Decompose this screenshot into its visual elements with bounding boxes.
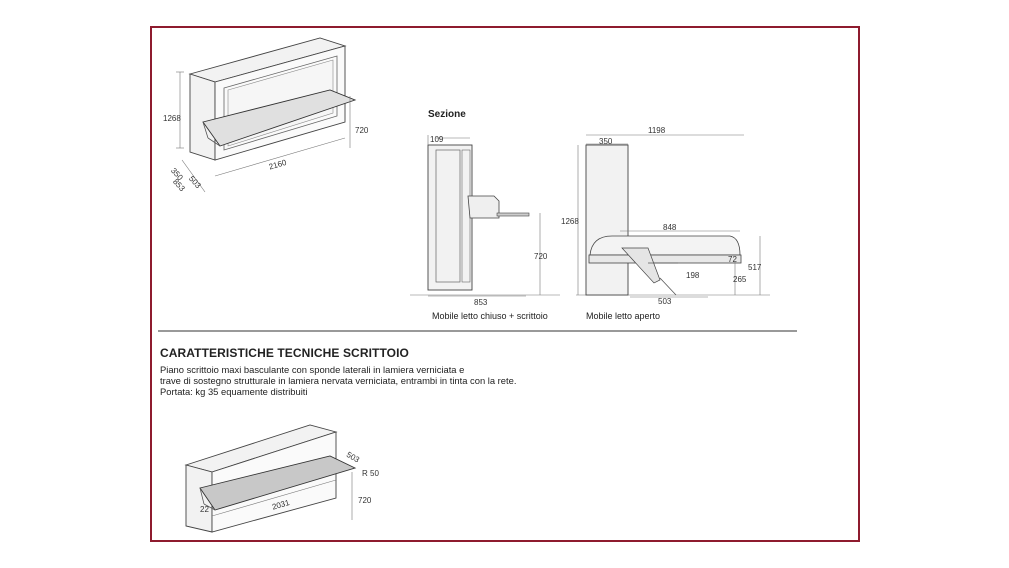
spec-line-1: Piano scrittoio maxi basculante con spon…: [160, 364, 465, 375]
dim-depth-853: 853: [474, 298, 488, 307]
caption-open: Mobile letto aperto: [586, 311, 660, 321]
dim-desk-height-label: 720: [355, 126, 369, 135]
dim-width-1198: 1198: [648, 126, 666, 135]
spec-line-3: Portata: kg 35 equamente distribuiti: [160, 386, 308, 397]
closed-desk-bracket: [467, 195, 500, 219]
dim-height-label: 1268: [163, 114, 181, 123]
desk-panel: [202, 89, 357, 147]
spec-title: CARATTERISTICHE TECNICHE SCRITTOIO: [160, 346, 409, 360]
cabinet-side-face: [189, 73, 216, 161]
dim-depth-350: 350: [599, 137, 613, 146]
dim-bottom-503: 503: [345, 450, 362, 465]
dim-depth-c-label: 853: [171, 177, 187, 193]
iso-cabinet-bottom: 503 R 50 2031 720 22: [184, 424, 379, 533]
dim-bottom-720: 720: [358, 496, 372, 505]
open-section-drawing: 1198 350 1268 848 198 72 265 517 503 Mob…: [561, 126, 770, 321]
desk-panel-bottom: [199, 455, 357, 511]
dim-top-109: 109: [430, 135, 444, 144]
dim-503: 503: [658, 297, 672, 306]
dim-bottom-r50: R 50: [362, 469, 379, 478]
closed-section-drawing: 109 720 853 Mobile letto chiuso + scritt…: [410, 135, 560, 321]
dim-depth-b-label: 503: [187, 174, 203, 190]
dim-height-1268: 1268: [561, 217, 579, 226]
dim-72: 72: [728, 255, 737, 264]
dim-517: 517: [748, 263, 762, 272]
dim-desk-720: 720: [534, 252, 548, 261]
dim-bed-848: 848: [663, 223, 677, 232]
dim-bottom-22: 22: [200, 505, 209, 514]
bed-mattress: [589, 235, 741, 256]
section-heading: Sezione: [428, 109, 466, 120]
dim-198: 198: [686, 271, 700, 280]
dim-265: 265: [733, 275, 747, 284]
spec-line-2: trave di sostegno strutturale in lamiera…: [160, 375, 517, 386]
caption-closed: Mobile letto chiuso + scrittoio: [432, 311, 548, 321]
iso-cabinet-top: 1268 720 2160 350 503 853: [163, 37, 369, 194]
drawing-frame: [150, 26, 860, 542]
